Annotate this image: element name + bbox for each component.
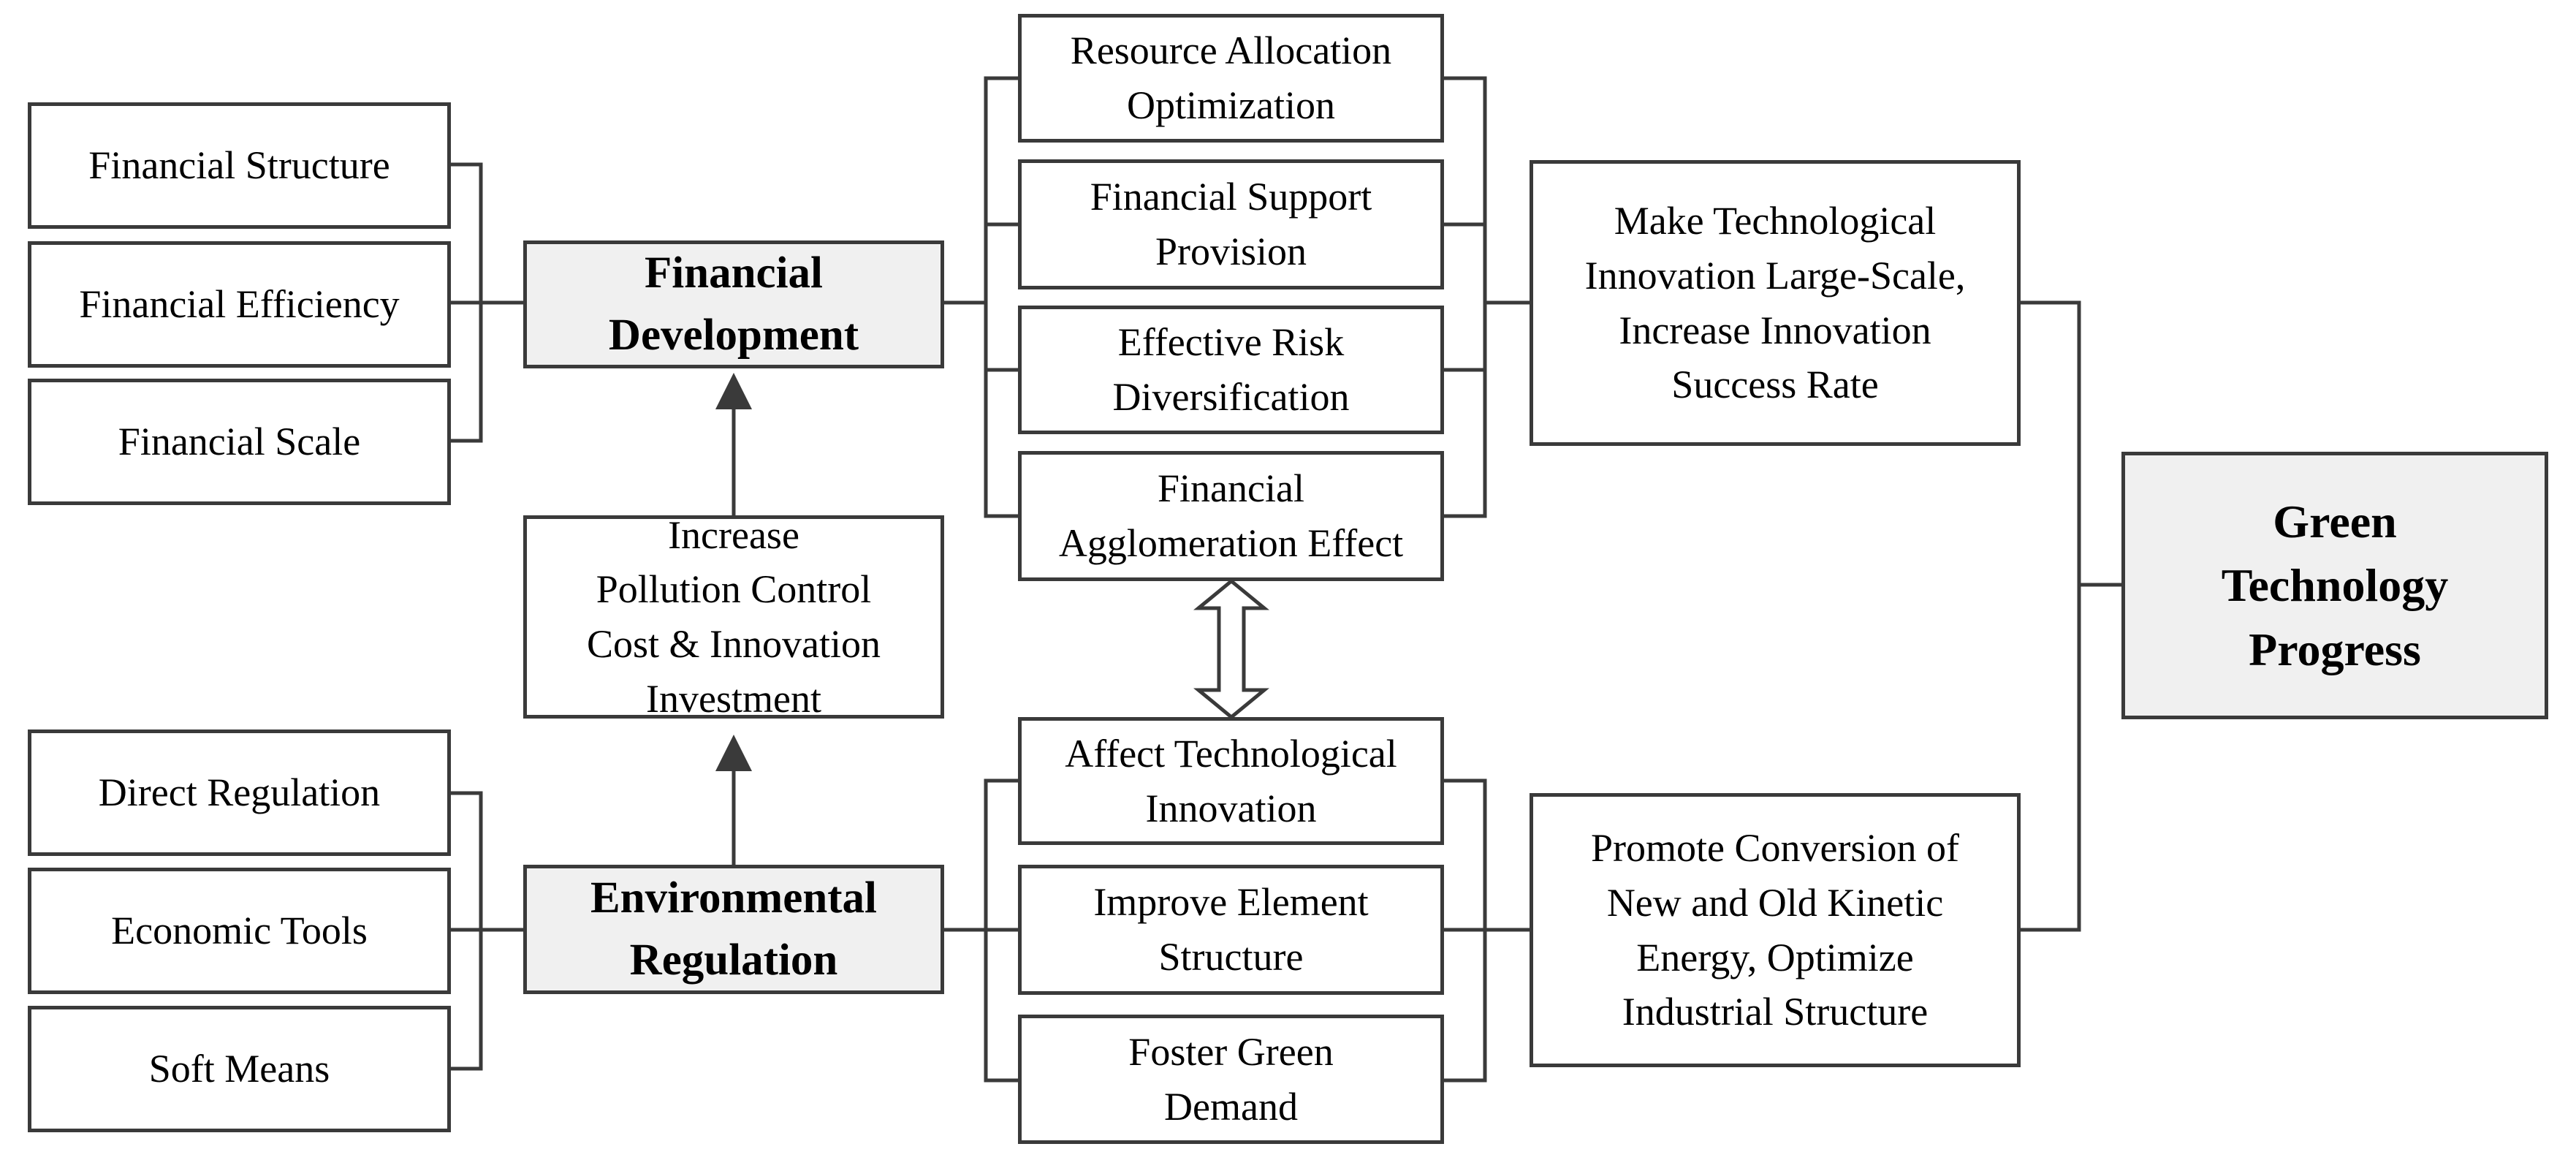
direct-regulation-box: Direct Regulation xyxy=(28,729,451,856)
er-outcome-box: Promote Conversion of New and Old Kineti… xyxy=(1530,793,2021,1067)
financial-development-box: Financial Development xyxy=(523,240,944,368)
financial-scale-label: Financial Scale xyxy=(118,420,361,464)
er-components-bracket xyxy=(451,791,523,1071)
double-arrow-icon xyxy=(1193,578,1269,720)
agglomeration-label: Financial Agglomeration Effect xyxy=(1058,466,1404,565)
fd-components-bracket xyxy=(451,162,523,443)
cost-investment-box: Increase Pollution Control Cost & Innova… xyxy=(523,513,944,721)
support-provision-label: Financial Support Provision xyxy=(1090,175,1372,273)
technological-innovation-label: Affect Technological Innovation xyxy=(1065,731,1397,830)
environmental-regulation-box: Environmental Regulation xyxy=(523,865,944,994)
green-demand-label: Foster Green Demand xyxy=(1128,1029,1334,1129)
fd-channels-left-bracket xyxy=(984,76,1018,518)
fd-outcome-label: Make Technological Innovation Large-Scal… xyxy=(1584,199,1966,407)
economic-tools-box: Economic Tools xyxy=(28,868,451,994)
support-provision-box: Financial Support Provision xyxy=(1018,159,1444,289)
financial-efficiency-box: Financial Efficiency xyxy=(28,241,451,368)
agglomeration-box: Financial Agglomeration Effect xyxy=(1018,451,1444,581)
resource-allocation-box: Resource Allocation Optimization xyxy=(1018,14,1444,143)
fd-outcome-box: Make Technological Innovation Large-Scal… xyxy=(1530,160,2021,446)
soft-means-label: Soft Means xyxy=(148,1047,330,1091)
er-channels-left-bracket xyxy=(984,778,1018,1083)
cost-investment-label: Increase Pollution Control Cost & Innova… xyxy=(587,512,881,721)
economic-tools-label: Economic Tools xyxy=(111,909,368,953)
green-technology-progress-box: Green Technology Progress xyxy=(2121,452,2548,719)
financial-scale-box: Financial Scale xyxy=(28,379,451,505)
financial-efficiency-label: Financial Efficiency xyxy=(79,282,400,327)
risk-diversification-box: Effective Risk Diversification xyxy=(1018,306,1444,434)
soft-means-box: Soft Means xyxy=(28,1006,451,1132)
financial-structure-label: Financial Structure xyxy=(88,143,390,188)
financial-structure-box: Financial Structure xyxy=(28,102,451,229)
element-structure-label: Improve Element Structure xyxy=(1093,880,1369,979)
technological-innovation-box: Affect Technological Innovation xyxy=(1018,717,1444,845)
green-demand-box: Foster Green Demand xyxy=(1018,1015,1444,1144)
green-technology-progress-title: Green Technology Progress xyxy=(2221,496,2449,675)
environmental-regulation-title: Environmental Regulation xyxy=(590,873,878,985)
financial-development-title: Financial Development xyxy=(608,249,859,360)
direct-regulation-label: Direct Regulation xyxy=(98,770,381,815)
outcomes-to-result-bracket xyxy=(2021,300,2121,932)
er-outcome-label: Promote Conversion of New and Old Kineti… xyxy=(1591,826,1959,1034)
resource-allocation-label: Resource Allocation Optimization xyxy=(1070,29,1392,127)
risk-diversification-label: Effective Risk Diversification xyxy=(1112,320,1350,419)
fd-channels-right-bracket xyxy=(1444,76,1530,518)
element-structure-box: Improve Element Structure xyxy=(1018,865,1444,995)
er-channels-right-bracket xyxy=(1444,778,1530,1083)
